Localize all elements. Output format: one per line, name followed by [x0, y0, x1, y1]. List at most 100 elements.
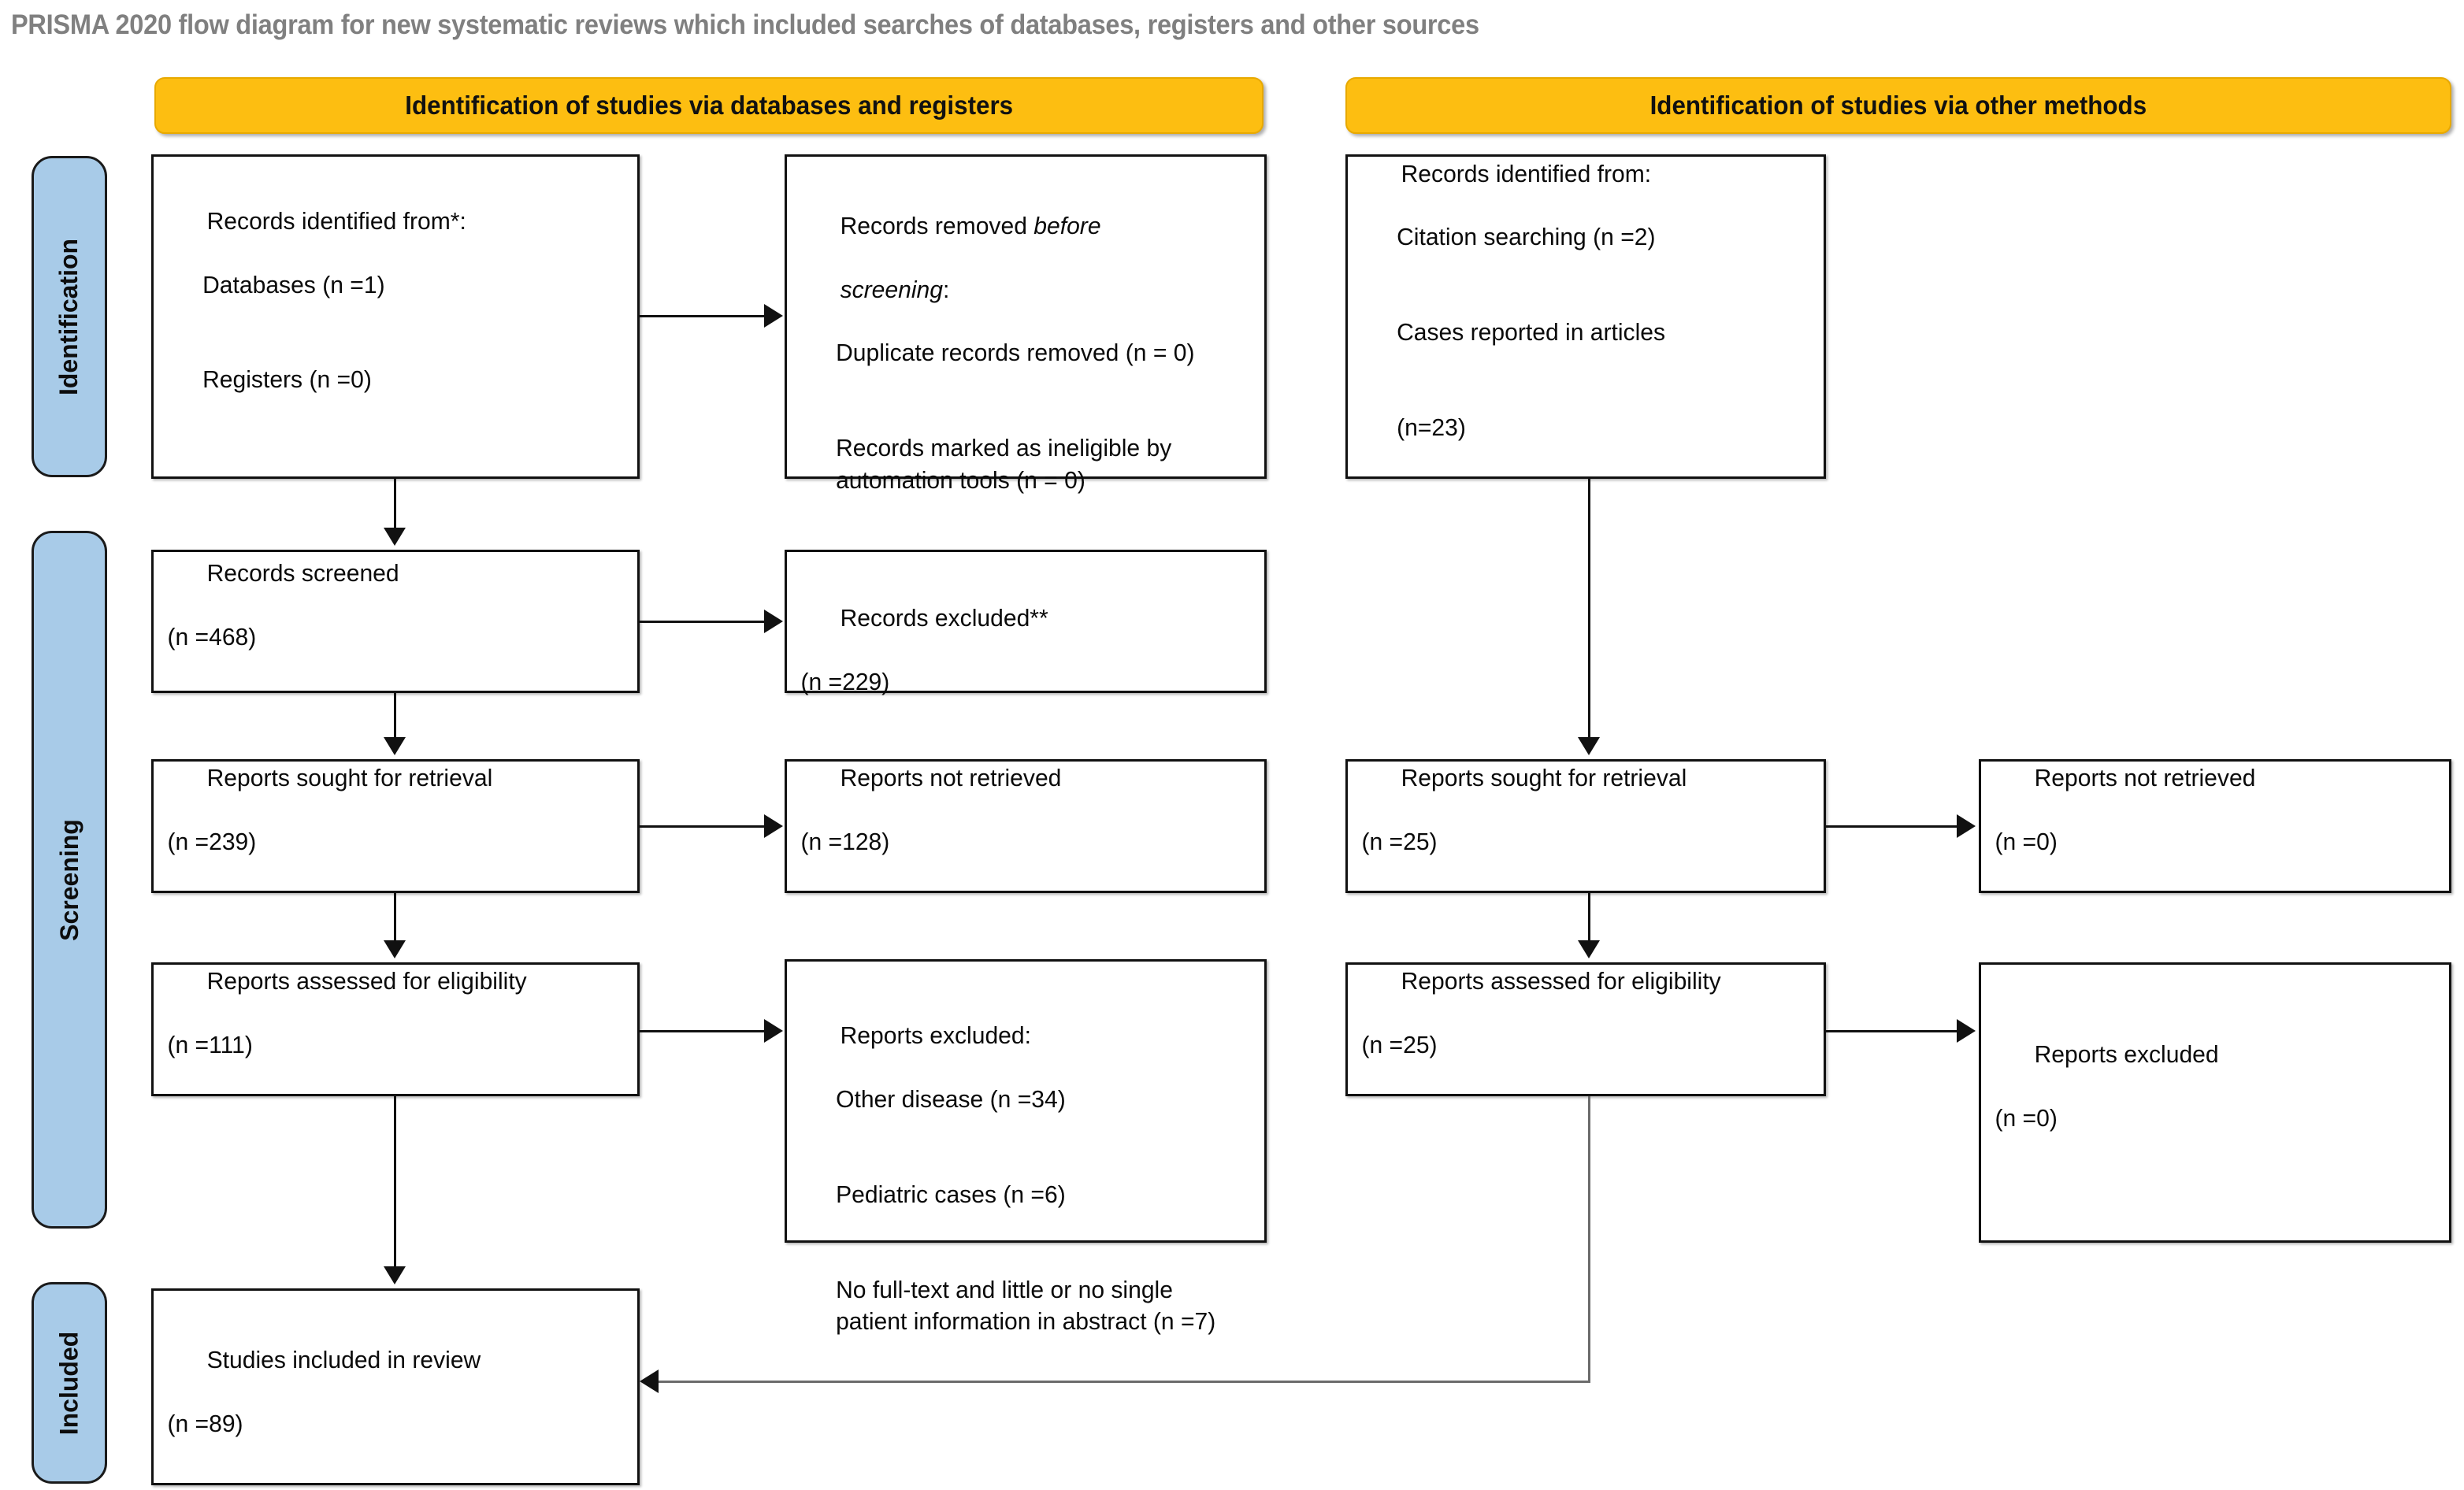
reports-sought-db-label: Reports sought for retrieval: [206, 764, 493, 792]
records-removed-heading-part1: Records removed: [840, 212, 1034, 240]
reports-sought-other-label: Reports sought for retrieval: [1401, 764, 1687, 792]
arrow-sought-other-to-not-retrieved-other: [1957, 814, 1976, 838]
stage-label-included: Included: [54, 1331, 83, 1435]
arrow-screened-to-sought: [384, 737, 406, 755]
header-bar-databases-registers: Identification of studies via databases …: [154, 77, 1264, 134]
arrow-sought-to-assessed: [384, 940, 406, 958]
connector-identified-to-screened: [394, 479, 396, 528]
box-studies-included-in-review: Studies included in review (n =89) Repor…: [151, 1288, 640, 1485]
header-bar-other-methods: Identification of studies via other meth…: [1345, 77, 2451, 134]
arrow-other-to-included: [640, 1370, 659, 1393]
reports-not-retrieved-db-count: (n =128): [800, 828, 890, 855]
reports-sought-db-count: (n =239): [167, 828, 257, 855]
connector-other-to-included-vertical: [1588, 1096, 1590, 1383]
box-reports-sought-other: Reports sought for retrieval (n =25): [1345, 759, 1826, 893]
box-reports-sought-databases: Reports sought for retrieval (n =239): [151, 759, 640, 893]
box-text-records-excluded: Records excluded** (n =229): [787, 552, 1250, 762]
box-text-records-screened: Records screened (n =468): [154, 526, 623, 717]
connector-sought-to-not-retrieved: [640, 825, 766, 828]
connector-assessed-to-excluded: [640, 1030, 766, 1032]
arrow-sought-other-to-assessed-other: [1578, 940, 1600, 958]
box-reports-assessed-other: Reports assessed for eligibility (n =25): [1345, 962, 1826, 1096]
box-text-reports-excluded-other: Reports excluded (n =0): [1981, 1007, 2435, 1198]
connector-screened-to-sought: [394, 693, 396, 737]
studies-included-count: (n =89): [167, 1409, 243, 1437]
page-title: PRISMA 2020 flow diagram for new systema…: [11, 9, 1479, 40]
header-label-databases-registers: Identification of studies via databases …: [405, 91, 1013, 120]
box-text-reports-sought-databases: Reports sought for retrieval (n =239): [154, 731, 623, 921]
box-text-reports-excluded-databases: Reports excluded: Other disease (n =34) …: [787, 962, 1250, 1401]
box-text-records-identified-databases: Records identified from*: Databases (n =…: [154, 174, 623, 460]
box-reports-assessed-databases: Reports assessed for eligibility (n =111…: [151, 962, 640, 1096]
arrow-identified-to-removed: [764, 304, 783, 328]
records-identified-cases-reported-count: (n=23): [1397, 413, 1466, 441]
records-identified-line1: Records identified from*:: [206, 206, 466, 235]
records-screened-count: (n =468): [167, 623, 257, 650]
box-reports-not-retrieved-databases: Reports not retrieved (n =128): [785, 759, 1267, 893]
box-text-studies-included: Studies included in review (n =89) Repor…: [154, 1291, 623, 1490]
connector-identified-to-removed: [640, 315, 766, 317]
records-removed-heading-italic2: screening: [840, 275, 943, 303]
records-screened-label: Records screened: [206, 559, 399, 587]
studies-included-label: Studies included in review: [206, 1346, 481, 1374]
reports-assessed-db-count: (n =111): [167, 1031, 253, 1058]
reports-not-retrieved-db-label: Reports not retrieved: [840, 764, 1062, 792]
header-label-other-methods: Identification of studies via other meth…: [1649, 91, 2147, 120]
records-identified-databases-count: Databases (n =1): [202, 270, 385, 298]
reports-excluded-other-label: Reports excluded: [2034, 1040, 2219, 1069]
connector-assessed-other-to-excluded-other: [1826, 1030, 1958, 1032]
records-identified-cases-reported: Cases reported in articles: [1397, 318, 1666, 346]
connector-sought-to-assessed: [394, 893, 396, 940]
arrow-sought-to-not-retrieved: [764, 814, 783, 838]
box-text-reports-assessed-databases: Reports assessed for eligibility (n =111…: [154, 934, 623, 1125]
box-records-excluded: Records excluded** (n =229): [785, 550, 1267, 695]
stage-bar-included: Included: [32, 1282, 107, 1484]
box-text-reports-sought-other: Reports sought for retrieval (n =25): [1348, 731, 1809, 921]
connector-sought-other-to-assessed-other: [1588, 893, 1590, 940]
reports-sought-other-count: (n =25): [1361, 828, 1438, 855]
box-text-reports-not-retrieved-databases: Reports not retrieved (n =128): [787, 731, 1250, 921]
reports-assessed-db-label: Reports assessed for eligibility: [206, 967, 527, 995]
box-reports-not-retrieved-other: Reports not retrieved (n =0): [1979, 759, 2451, 893]
records-removed-duplicates: Duplicate records removed (n = 0): [836, 339, 1195, 367]
box-records-removed-before-screening: Records removed before screening: Duplic…: [785, 154, 1267, 621]
reports-excluded-other-disease: Other disease (n =34): [836, 1084, 1066, 1113]
records-removed-heading-italic1: before: [1033, 212, 1101, 240]
records-identified-registers-count: Registers (n =0): [202, 365, 372, 394]
records-excluded-count: (n =229): [800, 667, 890, 695]
box-reports-excluded-databases: Reports excluded: Other disease (n =34) …: [785, 959, 1267, 1335]
records-identified-other-heading: Records identified from:: [1401, 159, 1652, 187]
connector-assessed-to-studies-included: [394, 1096, 396, 1266]
arrow-assessed-to-excluded: [764, 1019, 783, 1043]
stage-label-identification: Identification: [54, 238, 83, 395]
box-records-identified-databases: Records identified from*: Databases (n =…: [151, 154, 640, 479]
arrow-assessed-other-to-excluded-other: [1957, 1019, 1976, 1043]
box-text-reports-not-retrieved-other: Reports not retrieved (n =0): [1981, 731, 2435, 921]
arrow-identified-other-to-sought-other: [1578, 737, 1600, 755]
reports-not-retrieved-other-count: (n =0): [1995, 828, 2058, 855]
connector-other-to-included-horizontal: [659, 1381, 1590, 1383]
connector-screened-to-excluded: [640, 621, 766, 623]
box-reports-excluded-other: Reports excluded (n =0): [1979, 962, 2451, 1243]
box-records-screened: Records screened (n =468): [151, 550, 640, 693]
box-records-identified-other: Records identified from: Citation search…: [1345, 154, 1826, 479]
arrow-assessed-to-studies-included: [384, 1266, 406, 1284]
records-removed-automation: Records marked as ineligible by automati…: [836, 434, 1178, 494]
connector-identified-other-to-sought-other: [1588, 479, 1590, 737]
reports-excluded-no-fulltext: No full-text and little or no single pat…: [836, 1275, 1216, 1335]
arrow-identified-to-screened: [384, 528, 406, 546]
box-text-records-identified-other: Records identified from: Citation search…: [1348, 126, 1809, 507]
reports-not-retrieved-other-label: Reports not retrieved: [2034, 764, 2256, 792]
records-excluded-label: Records excluded**: [840, 604, 1048, 632]
stage-bar-identification: Identification: [32, 156, 107, 477]
reports-excluded-db-heading: Reports excluded:: [840, 1021, 1031, 1050]
reports-excluded-other-count: (n =0): [1995, 1104, 2058, 1132]
arrow-screened-to-excluded: [764, 610, 783, 633]
reports-assessed-other-label: Reports assessed for eligibility: [1401, 967, 1721, 995]
reports-excluded-pediatric: Pediatric cases (n =6): [836, 1180, 1066, 1208]
reports-assessed-other-count: (n =25): [1361, 1031, 1438, 1058]
connector-sought-other-to-not-retrieved-other: [1826, 825, 1958, 828]
box-text-reports-assessed-other: Reports assessed for eligibility (n =25): [1348, 934, 1809, 1125]
stage-label-screening: Screening: [54, 818, 83, 941]
